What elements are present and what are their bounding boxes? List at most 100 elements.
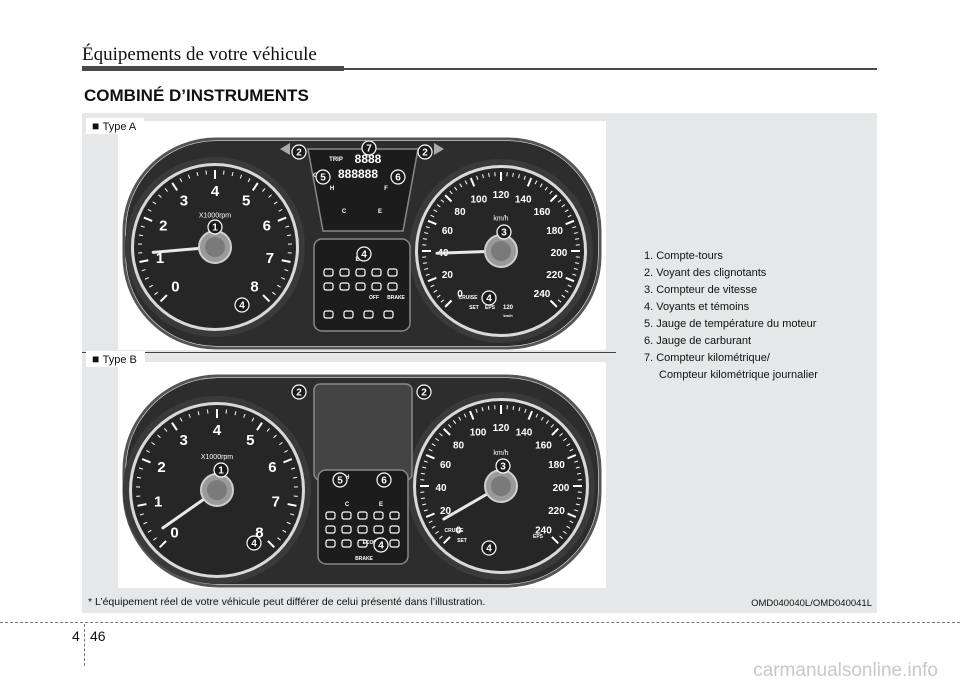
tachometer-a-tick	[143, 216, 153, 222]
tachometer-b-tick	[151, 441, 155, 446]
watermark: carmanualsonline.info	[753, 660, 938, 681]
tachometer-b-tick	[290, 513, 295, 516]
speedometer-a-tick	[464, 180, 468, 185]
brake-label: BRAKE	[387, 295, 405, 301]
tachometer-a-tick-label: 7	[266, 250, 274, 267]
tachometer-b-tick	[138, 467, 144, 470]
warning-lamp-icon	[363, 310, 374, 319]
callout-number: 4	[251, 539, 257, 550]
tachometer-a-tick	[158, 194, 162, 198]
callout-marker	[315, 169, 331, 185]
warning-lamp-icon	[325, 539, 336, 548]
warning-lamp-icon	[355, 268, 366, 277]
tachometer-a-tick	[141, 269, 146, 272]
legend-list: 1. Compte-tours 2. Voyant des clignotant…	[644, 248, 818, 384]
warning-lamp-icon	[371, 282, 382, 291]
callout-number: 3	[500, 462, 506, 473]
speedometer-b-hub-center	[491, 476, 511, 496]
tachometer-b-tick	[188, 413, 191, 418]
speedometer-b-tick-label: 220	[548, 506, 565, 517]
callout-number: 4	[378, 541, 384, 552]
tachometer-b-tick	[179, 417, 183, 422]
tachometer-a-tick	[231, 172, 234, 177]
callout-marker	[373, 537, 389, 553]
speedometer-b-tick	[566, 525, 571, 529]
speedometer-b-tick	[559, 535, 563, 539]
speedometer-a-tick	[518, 174, 520, 179]
header-rule-thick	[82, 66, 344, 71]
warning-lamp-icon	[357, 511, 368, 520]
cluster-type-a: 012345678X1000rpm02040608010012014016018…	[118, 121, 606, 350]
speedometer-a-tick	[565, 219, 575, 226]
speedometer-b-tick	[423, 460, 428, 463]
page-number: 46	[90, 628, 106, 644]
speedometer-b-tick	[443, 536, 451, 544]
tachometer-b-tick	[143, 521, 148, 525]
warning-lamp-icon	[373, 511, 384, 520]
tachometer-b-tick	[277, 537, 281, 541]
footnote: * L’équipement réel de votre véhicule pe…	[88, 596, 486, 608]
speedometer-b-tick	[420, 472, 426, 475]
speedometer-a-unit-label: km/h	[493, 216, 508, 223]
speedometer-b-tick	[575, 503, 580, 506]
speedometer-a-tick	[424, 232, 429, 234]
cruise-label: CRUISE	[459, 295, 479, 301]
warning-lamp-icon	[325, 511, 336, 520]
speedometer-b-tick	[550, 424, 554, 428]
warning-lamp-icon	[383, 310, 394, 319]
cluster-a-bezel	[122, 137, 602, 350]
tachometer-a-tick	[277, 216, 287, 222]
legend-item: 1. Compte-tours	[644, 250, 723, 262]
off-label: OFF	[369, 295, 379, 301]
speedometer-b-tick	[563, 530, 567, 535]
tachometer-b-unit-label: X1000rpm	[201, 454, 233, 461]
speedometer-b-tick	[469, 410, 475, 420]
callout-number: 3	[501, 228, 507, 239]
speedometer-a-tick	[573, 232, 578, 234]
brake-label: BRAKE	[355, 556, 373, 562]
callout-marker	[390, 169, 406, 185]
speedometer-a-tick	[564, 209, 569, 213]
warning-lamp-icon	[357, 539, 368, 548]
speedometer-a-tick	[422, 262, 428, 264]
speedometer-b-tick	[567, 454, 577, 460]
speedometer-a-tick	[459, 183, 463, 188]
callout-number: 2	[296, 148, 302, 159]
speedometer-a-tick	[427, 219, 437, 226]
speedometer-a-tick	[564, 289, 569, 293]
speedometer-a-tick	[433, 289, 438, 293]
speedometer-b-tick	[452, 420, 457, 424]
speedometer-a-tick	[539, 183, 543, 188]
speedometer-b-tick	[431, 443, 436, 447]
speedometer-b-tick-label: 180	[548, 460, 565, 471]
tachometer-b-tick-label: 6	[268, 459, 276, 476]
speedometer-a-tick	[574, 262, 580, 264]
tachometer-a-tick-label: 1	[156, 250, 164, 267]
fuel-f-label: F	[384, 186, 388, 192]
speedometer-a-tick	[567, 284, 572, 288]
tachometer-a-tick-label: 3	[180, 192, 188, 209]
tachometer-a-tick-label: 5	[242, 192, 250, 209]
tachometer-b-tick	[292, 476, 298, 479]
speedometer-a-tick	[488, 172, 490, 178]
tachometer-b-tick	[290, 467, 296, 470]
speedometer-a-tick-label: 200	[551, 248, 568, 259]
tachometer-b-tick-label: 0	[170, 524, 178, 541]
speedometer-b-tick	[518, 407, 521, 412]
tachometer-a-tick	[149, 284, 154, 288]
tachometer-a-tick	[139, 259, 149, 264]
speedometer-b-tick	[425, 454, 435, 460]
tachometer-a-tick	[171, 182, 179, 192]
tachometer-a-tick	[276, 284, 281, 288]
tachometer-b-tick-label: 8	[255, 524, 263, 541]
speedometer-b-tick	[569, 448, 574, 452]
callout-number: 5	[320, 173, 326, 184]
tachometer-a-tick	[144, 277, 149, 280]
tachometer-b-tick	[141, 458, 151, 464]
speedometer-b-tick	[420, 497, 426, 500]
speedometer-b-tick	[540, 416, 544, 421]
speedometer-a-tick	[572, 273, 577, 276]
legend-item: 5. Jauge de température du moteur	[644, 318, 817, 330]
